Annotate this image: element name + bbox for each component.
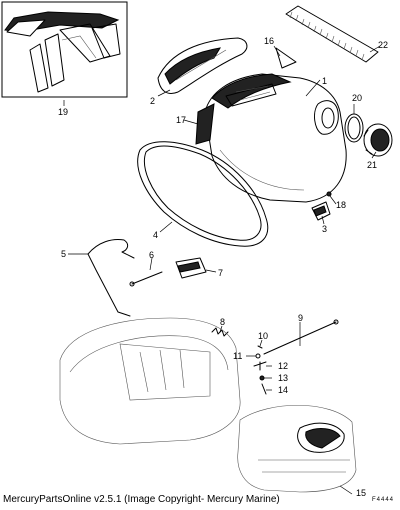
callout-22: 22 bbox=[378, 40, 388, 50]
corrugated-hose-part-22[interactable] bbox=[285, 5, 379, 63]
callout-7: 7 bbox=[218, 268, 223, 278]
callout-21: 21 bbox=[367, 160, 377, 170]
callout-12: 12 bbox=[278, 361, 288, 371]
bracket-part-5[interactable] bbox=[87, 239, 135, 317]
callout-19: 19 bbox=[58, 107, 68, 117]
leader-lines bbox=[63, 45, 381, 495]
callout-6: 6 bbox=[149, 250, 154, 260]
callout-16: 16 bbox=[264, 36, 274, 46]
wedge-part-16[interactable] bbox=[275, 47, 297, 69]
cowl-seal-part-4[interactable] bbox=[137, 141, 269, 247]
callout-4: 4 bbox=[153, 230, 158, 240]
callout-13: 13 bbox=[278, 373, 288, 383]
callout-8: 8 bbox=[220, 317, 225, 327]
callout-3: 3 bbox=[322, 224, 327, 234]
callout-5: 5 bbox=[61, 249, 66, 259]
callout-10: 10 bbox=[258, 331, 268, 341]
cowl-cap-part-2[interactable] bbox=[157, 37, 248, 94]
top-cowl-part-1[interactable] bbox=[204, 73, 347, 203]
callout-1: 1 bbox=[322, 76, 327, 86]
callout-20: 20 bbox=[352, 93, 362, 103]
latch-part-3[interactable] bbox=[311, 201, 331, 221]
washer-part-10[interactable] bbox=[257, 345, 263, 349]
corner-reference-mark: F4444 bbox=[371, 497, 394, 503]
washer-part-13[interactable] bbox=[259, 375, 265, 381]
lower-engine-ghost-part-15[interactable] bbox=[59, 317, 357, 493]
callout-2: 2 bbox=[150, 96, 155, 106]
decal-set-part-19[interactable] bbox=[4, 11, 121, 93]
bracket-part-7[interactable] bbox=[175, 257, 207, 279]
vent-part-17[interactable] bbox=[195, 103, 215, 145]
decal-inset-frame bbox=[1, 1, 128, 98]
callout-18: 18 bbox=[336, 200, 346, 210]
clip-part-12[interactable] bbox=[253, 361, 267, 371]
callout-11: 11 bbox=[233, 351, 242, 361]
nut-part-11[interactable] bbox=[255, 353, 261, 359]
callout-9: 9 bbox=[298, 313, 303, 323]
callout-14: 14 bbox=[278, 385, 288, 395]
seal-ring-part-20[interactable] bbox=[344, 113, 364, 143]
copyright-footer: MercuryPartsOnline v2.5.1 (Image Copyrig… bbox=[3, 494, 280, 505]
bolt-part-14[interactable] bbox=[261, 383, 267, 395]
callout-17: 17 bbox=[176, 115, 186, 125]
rod-part-9[interactable] bbox=[263, 319, 339, 355]
intake-cap-part-21[interactable] bbox=[363, 123, 393, 157]
callout-15: 15 bbox=[356, 488, 366, 498]
callouts: 1 2 3 4 5 6 7 8 9 10 11 12 13 14 15 16 1… bbox=[58, 36, 388, 498]
pin-part-6[interactable] bbox=[129, 271, 163, 287]
screw-part-18[interactable] bbox=[326, 191, 332, 197]
